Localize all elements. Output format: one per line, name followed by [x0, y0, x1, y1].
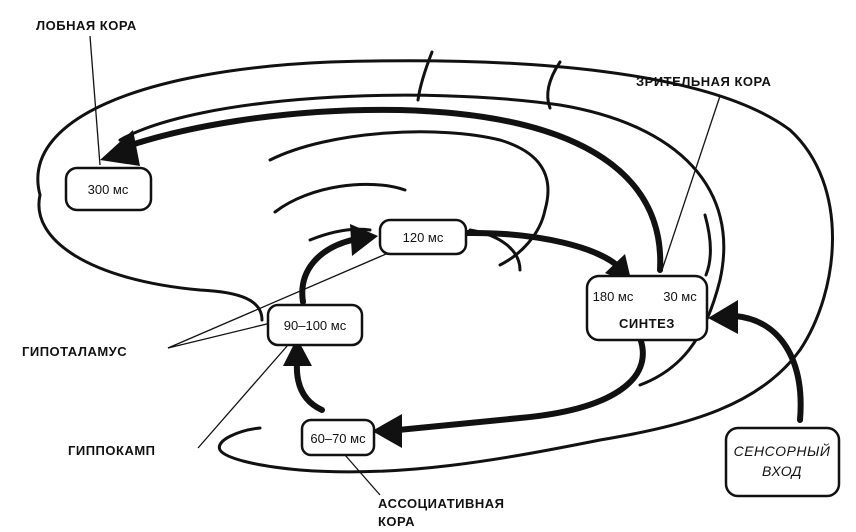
arrowhead-hippocampus: [283, 338, 312, 366]
sulcus-mark-1: [416, 50, 434, 102]
hypothalamus-pointer-a: [167, 247, 401, 349]
brain-outline: [36, 59, 834, 474]
box-synthesis: [585, 274, 709, 342]
sulcus-mark-2: [546, 60, 562, 110]
label-hypothalamus: ГИПОТАЛАМУС: [22, 344, 127, 359]
hypothalamus-pointer-b: [167, 321, 276, 349]
box-sensory-line1: СЕНСОРНЫЙ: [734, 442, 831, 459]
brain-lower-contour: [37, 193, 264, 322]
arrowhead-sensory: [708, 300, 738, 334]
box-sensory: [724, 426, 841, 498]
inner-fold-4: [308, 227, 372, 242]
arrow-sensory-to-synthesis: [732, 313, 804, 423]
arrowhead-120: [350, 224, 378, 256]
inner-fold-3: [273, 182, 407, 214]
arrow-association-to-hippocampus: [293, 359, 325, 413]
frontal-pointer: [89, 35, 101, 166]
box-synthesis-right-text: 30 мс: [663, 289, 697, 304]
arrow-synthesis-to-association: [395, 335, 646, 433]
hippocampus-pointer: [197, 344, 289, 449]
box-120: [378, 218, 468, 256]
box-synthesis-left-text: 180 мс: [593, 289, 634, 304]
box-association: [300, 418, 376, 457]
association-pointer: [344, 454, 381, 496]
label-visual-cortex: ЗРИТЕЛЬНАЯ КОРА: [636, 74, 772, 89]
box-association-text: 60–70 мс: [310, 431, 366, 446]
sulcus-mark-3: [703, 213, 712, 277]
label-association-cortex-1: АССОЦИАТИВНАЯ: [378, 496, 505, 511]
arrowhead-frontal: [100, 130, 140, 166]
arrow-120-to-synthesis: [463, 229, 623, 271]
label-hippocampus: ГИППОКАМП: [68, 443, 156, 458]
box-hippocampus: [266, 303, 364, 347]
label-frontal-cortex: ЛОБНАЯ КОРА: [36, 18, 137, 33]
arrowhead-association: [372, 414, 402, 448]
box-frontal-text: 300 мс: [88, 182, 129, 197]
arrow-hippocampus-to-120: [299, 237, 355, 305]
arrow-synthesis-to-frontal: [119, 106, 664, 273]
box-sensory-line2: ВХОД: [762, 463, 802, 479]
label-association-cortex-2: КОРА: [378, 514, 415, 529]
box-synthesis-caption: СИНТЕЗ: [619, 316, 675, 331]
box-hippocampus-text: 90–100 мс: [284, 318, 347, 333]
box-frontal: [64, 166, 153, 212]
inner-fold-2: [268, 130, 550, 267]
visual-pointer: [661, 95, 721, 271]
box-120-text: 120 мс: [403, 230, 444, 245]
